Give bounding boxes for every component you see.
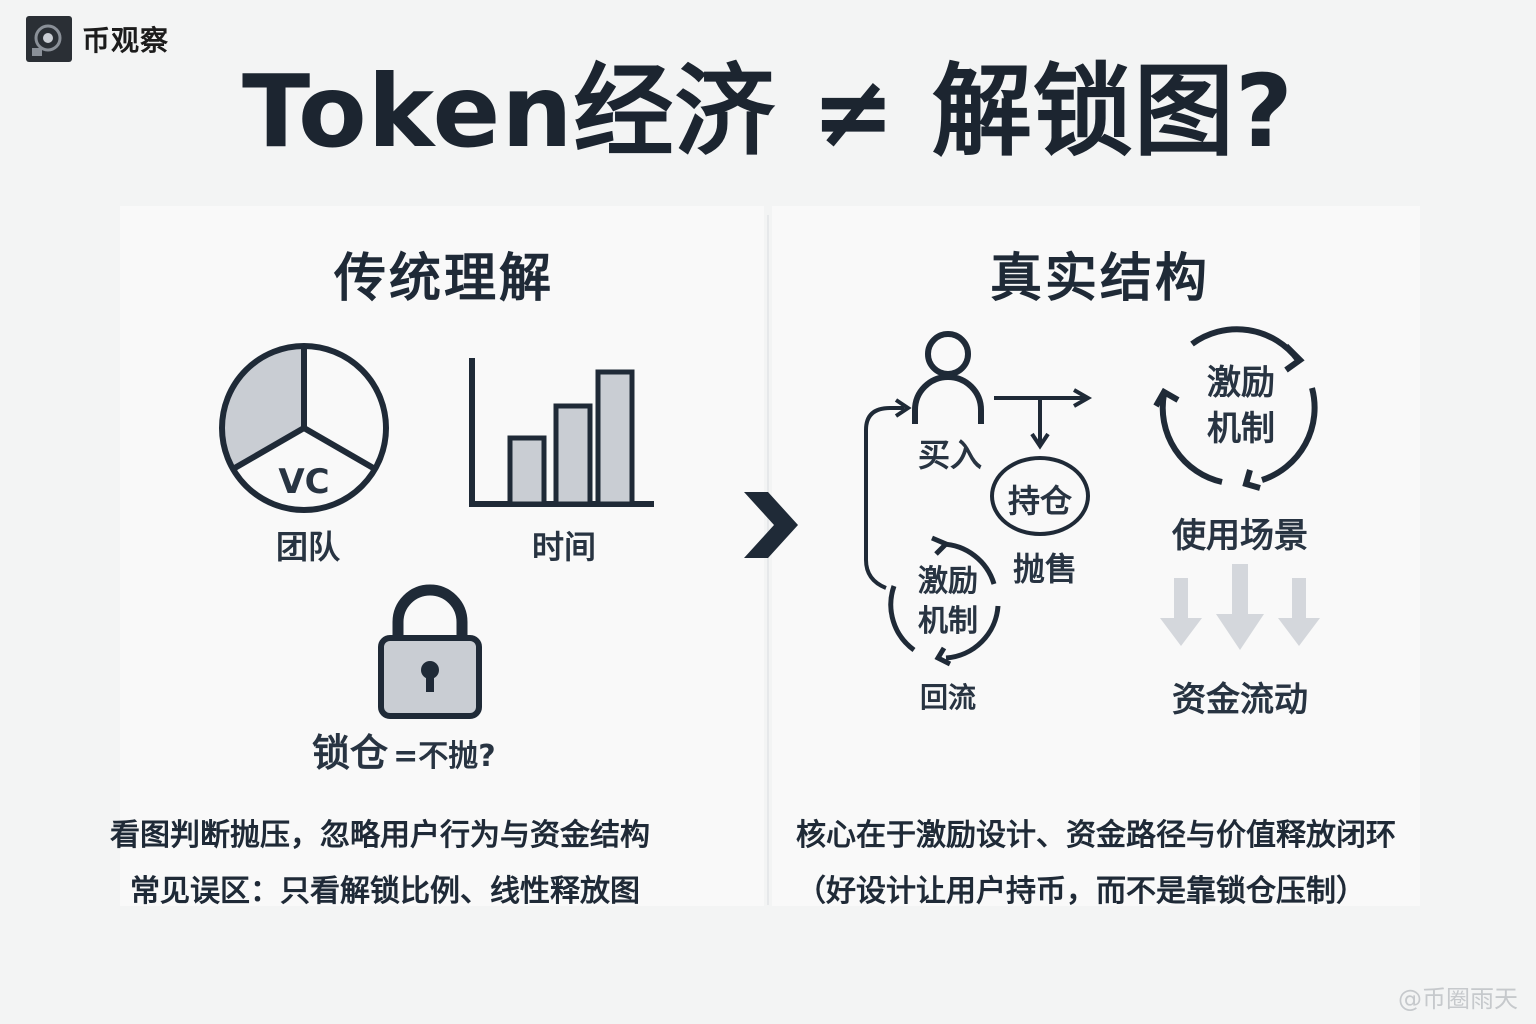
hold-circle (990, 456, 1090, 536)
right-caption-line2: （好设计让用户持币，而不是靠锁仓压制） (796, 874, 1366, 909)
bar-label: 时间 (531, 528, 596, 566)
chevron-right-icon (744, 492, 798, 558)
left-caption-line1: 看图判断抛压，忽略用户行为与资金结构 (110, 818, 650, 853)
cycle-arrows-icon-large (1153, 326, 1318, 491)
down-arrows-icon (1160, 564, 1320, 650)
incentive-large-line1: 激励 (1207, 363, 1275, 403)
hold-label: 持仓 (1007, 482, 1072, 520)
watermark: @币圈雨天 (1398, 985, 1518, 1013)
bar-2 (553, 403, 593, 507)
down-arrow-icon (1278, 578, 1320, 646)
buy-label: 买入 (917, 436, 982, 474)
panel-divider (767, 215, 769, 905)
brand-name: 币观察 (82, 24, 170, 57)
brand: 币观察 (26, 16, 169, 62)
bar-chart-icon (469, 358, 654, 507)
lock-label-main: 锁仓 (312, 731, 389, 775)
right-panel (772, 206, 1420, 906)
right-caption-line1: 核心在于激励设计、资金路径与价值释放闭环 (796, 818, 1396, 853)
person-icon (912, 331, 984, 424)
lock-label: 锁仓 =不抛? (312, 722, 496, 777)
left-panel (120, 206, 764, 906)
pie-slice-vc-label: VC (278, 462, 330, 502)
incentive-small-line2: 机制 (918, 604, 978, 639)
pie-label: 团队 (275, 528, 340, 566)
incentive-large-line2: 机制 (1207, 409, 1275, 449)
page-title: Token经济 ≠ 解锁图? (242, 53, 1294, 170)
down-arrow-icon (1216, 564, 1264, 650)
down-arrow-icon (1160, 578, 1202, 646)
cycle-arrows-icon (888, 535, 1001, 667)
bar-3 (595, 369, 635, 507)
brand-logo-icon (26, 16, 72, 62)
incentive-large: 激励 机制 (1186, 360, 1296, 452)
pie-chart-icon (219, 343, 389, 513)
usage-label: 使用场景 (1172, 516, 1308, 556)
flow-arrows-icon (864, 388, 1093, 590)
bar-1 (507, 435, 547, 507)
return-label: 回流 (919, 681, 976, 714)
flow-label: 资金流动 (1172, 680, 1308, 720)
incentive-small-line1: 激励 (918, 564, 978, 599)
right-heading: 真实结构 (989, 249, 1210, 309)
left-heading: 传统理解 (333, 249, 554, 309)
padlock-icon (378, 584, 482, 719)
lock-label-suffix: =不抛? (393, 739, 496, 774)
sell-label: 抛售 (1012, 550, 1077, 588)
incentive-small: 激励 机制 (900, 562, 996, 642)
left-caption-line2: 常见误区：只看解锁比例、线性释放图 (130, 874, 640, 909)
